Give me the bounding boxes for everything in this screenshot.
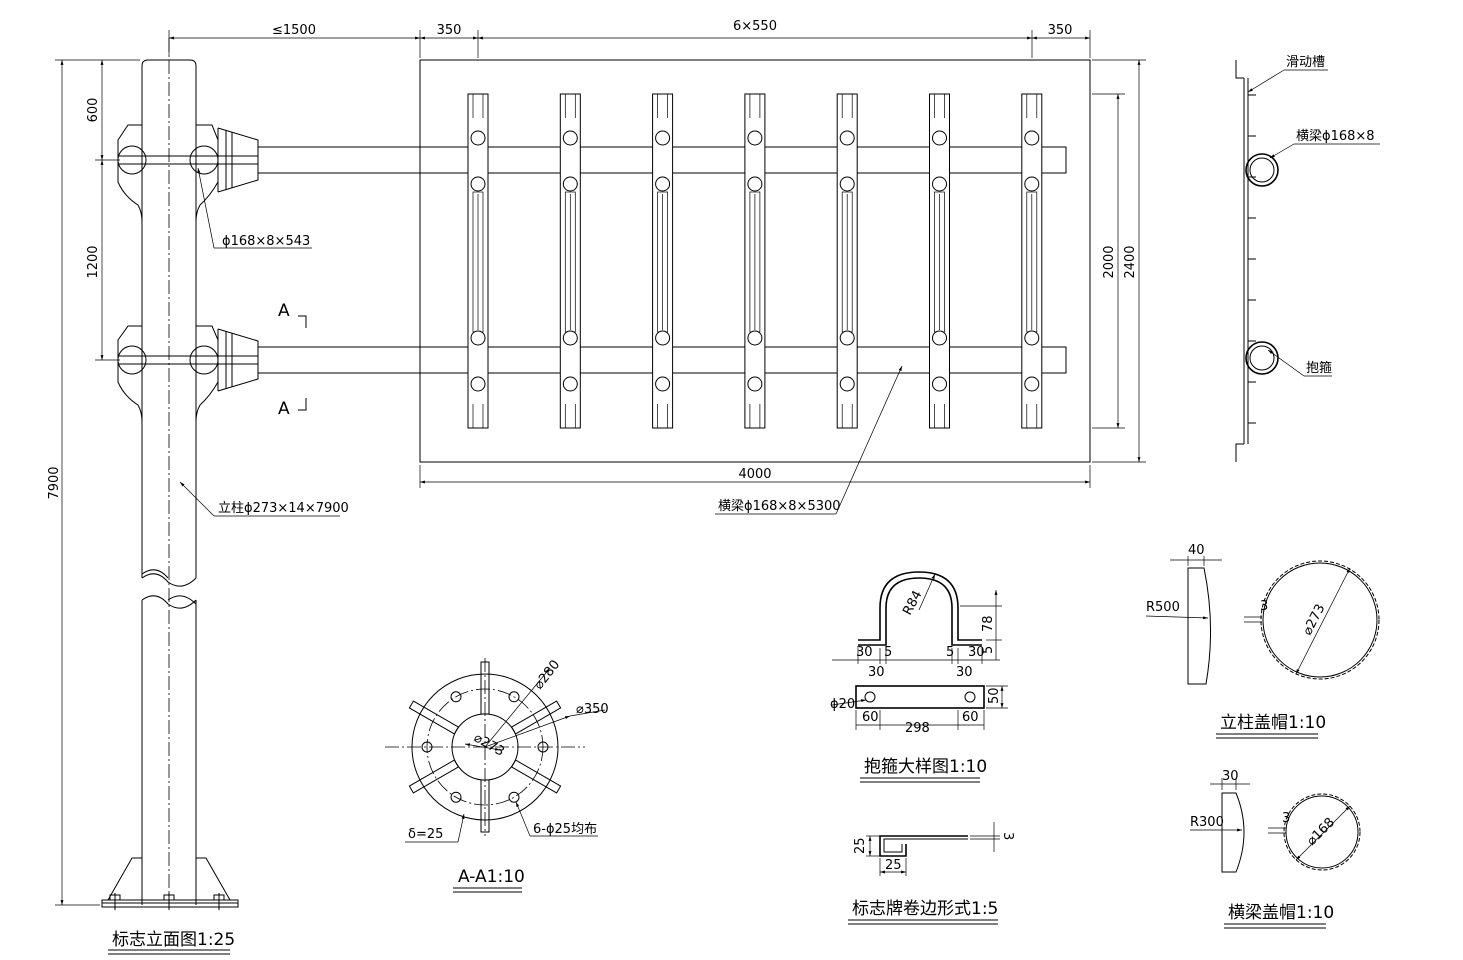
dim-top: 600	[86, 98, 101, 123]
sliding-channel	[559, 93, 581, 429]
fold-title: 标志牌卷边形式1:5	[852, 899, 998, 919]
beam-cap-title: 横梁盖帽1:10	[1228, 903, 1334, 923]
beamcap-r300: R300	[1190, 815, 1224, 830]
dim-cantilever: ≤1500	[272, 23, 316, 38]
beamcap-d168: ⌀168	[1304, 815, 1338, 849]
stiffener-rib	[408, 759, 460, 794]
elevation-title: 标志立面图1:25	[112, 930, 235, 950]
cap-d273: ⌀273	[1300, 602, 1328, 638]
dim-beam-spacing: 1200	[86, 245, 101, 278]
sign-elevation: ≤1500 350 6×550 350 7900 600 1200 4000	[47, 19, 1146, 955]
clamp-d298: 298	[905, 721, 930, 736]
cap-r500: R500	[1146, 600, 1180, 615]
dim-edge-left: 350	[437, 23, 462, 38]
sliding-channels	[467, 93, 1043, 429]
sliding-channel	[744, 93, 766, 429]
beamcap-d30: 30	[1222, 769, 1239, 784]
dim-total-height: 7900	[47, 466, 62, 499]
clamp-d60b: 60	[962, 710, 979, 725]
fold-d3: 3	[1000, 832, 1015, 840]
bolt-hole	[508, 691, 520, 703]
column-cap-detail: 40 R500 ⌀273 3 立柱盖帽1:10	[1145, 543, 1380, 739]
beam-cap-detail: 30 R300 ⌀168 3 横梁盖帽1:10	[1190, 769, 1361, 929]
section-mark-bottom: A	[278, 399, 290, 419]
bolt-hole	[421, 741, 433, 753]
clamp-d30c: 30	[868, 665, 885, 680]
clamp-d50: 50	[987, 687, 1002, 704]
lower-flange	[117, 325, 259, 423]
dim-panel-width: 4000	[738, 467, 771, 482]
bolt-hole	[537, 741, 549, 753]
clamp-d78: 78	[981, 615, 996, 632]
dim-inner-height: 2000	[1102, 245, 1117, 278]
column-base	[101, 857, 239, 910]
clamp-d30b: 30	[968, 645, 985, 660]
sliding-channel	[467, 93, 489, 429]
label-column: 立柱ϕ273×14×7900	[218, 501, 349, 516]
clamp-detail: R84 30 5 5 30 30 30 78 5 ϕ20 60 298 60	[830, 571, 1008, 783]
side-view: 滑动槽 横梁ϕ168×8 抱箍	[1235, 55, 1380, 462]
clamp-d60a: 60	[862, 710, 879, 725]
label-slide-groove: 滑动槽	[1286, 55, 1325, 70]
label-thickness: δ=25	[408, 827, 443, 842]
bolt-holes	[421, 691, 549, 803]
stiffener-rib	[480, 779, 490, 833]
stiffener-rib	[480, 661, 490, 715]
clamp-d5c: 5	[981, 646, 996, 654]
bolt-hole	[450, 691, 462, 703]
stiffener-rib	[408, 700, 460, 735]
clamp-d5b: 5	[946, 645, 954, 660]
sliding-channel	[836, 93, 858, 429]
label-flange-tube: ϕ168×8×543	[222, 234, 310, 249]
label-clamp: 抱箍	[1306, 360, 1332, 376]
clamp-title: 抱箍大样图1:10	[864, 757, 987, 777]
dim-spacing: 6×550	[733, 19, 777, 34]
cap-d40: 40	[1188, 543, 1205, 558]
stiffener-rib	[510, 759, 562, 794]
beamcap-d3: 3	[1282, 811, 1290, 826]
section-mark-top: A	[278, 301, 290, 321]
clamp-d30d: 30	[956, 665, 973, 680]
column	[141, 38, 197, 912]
label-inner-d: ⌀273	[471, 730, 507, 759]
side-channel-ticks	[1248, 94, 1256, 424]
bolt-hole	[450, 791, 462, 803]
elevation-dimensions: ≤1500 350 6×550 350 7900 600 1200 4000	[47, 19, 1146, 906]
sliding-channel	[929, 93, 950, 429]
elevation-leaders: ϕ168×8×543 立柱ϕ273×14×7900 横梁ϕ168×8×5300 …	[179, 167, 903, 517]
section-ribs	[408, 661, 562, 833]
clamp-d30a: 30	[856, 645, 873, 660]
stiffener-rib	[510, 700, 562, 735]
dim-edge-right: 350	[1048, 23, 1073, 38]
sign-panel	[419, 59, 1091, 463]
bolt-hole	[508, 791, 520, 803]
label-holes: 6-ϕ25均布	[533, 822, 597, 837]
upper-flange	[117, 124, 259, 223]
section-aa-title: A-A1:10	[458, 867, 525, 887]
label-d280: ⌀280	[531, 658, 563, 693]
sliding-channel	[652, 93, 674, 429]
fold-detail: 25 25 3 标志牌卷边形式1:5	[848, 822, 1015, 925]
fold-d25h: 25	[885, 858, 902, 873]
section-aa: ⌀280 ⌀350 ⌀273 δ=25 6-ϕ25均布 A-A1:10	[385, 658, 609, 893]
dim-panel-height: 2400	[1123, 245, 1138, 278]
label-d350: ⌀350	[576, 702, 609, 717]
sliding-channel	[1021, 93, 1043, 429]
clamp-d5a: 5	[884, 645, 892, 660]
cap-d3: 3	[1260, 599, 1268, 614]
column-cap-title: 立柱盖帽1:10	[1220, 713, 1326, 733]
clamp-hole: ϕ20	[830, 697, 855, 712]
label-beam: 横梁ϕ168×8×5300	[718, 499, 841, 514]
label-side-beam: 横梁ϕ168×8	[1296, 129, 1375, 144]
fold-d25v: 25	[853, 837, 868, 854]
